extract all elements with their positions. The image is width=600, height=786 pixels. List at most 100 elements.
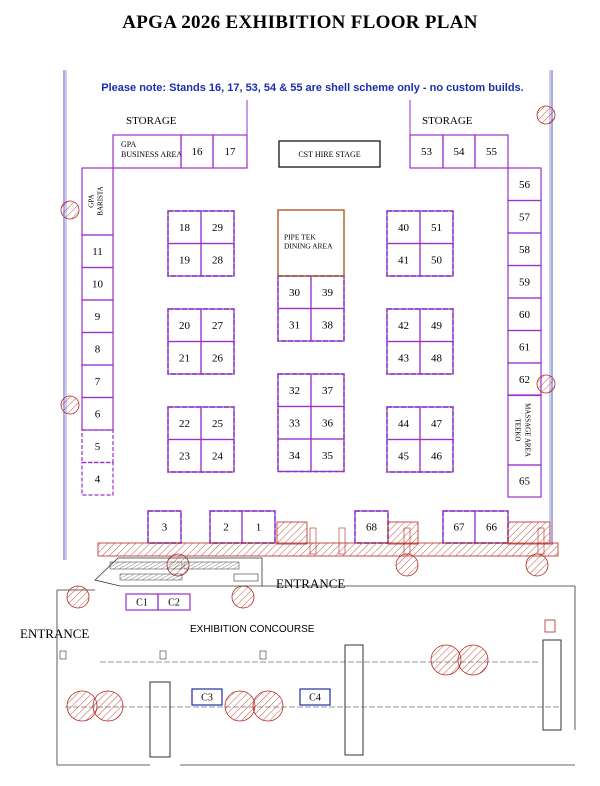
stand-61: 61 bbox=[507, 329, 542, 364]
stand-6: 6 bbox=[81, 396, 114, 431]
concourse-door-6 bbox=[457, 644, 489, 676]
stand-49: 49 bbox=[419, 308, 454, 343]
stand-62: 62 bbox=[507, 362, 542, 397]
stand-26-outline bbox=[200, 340, 235, 375]
stand-34-number: 34 bbox=[289, 450, 301, 462]
entrance-door-block-2 bbox=[387, 521, 419, 545]
stand-17-outline bbox=[212, 134, 248, 169]
stand-48-outline bbox=[419, 340, 454, 375]
stand-11-number: 11 bbox=[92, 246, 103, 258]
concourse-door-swing-2-swing bbox=[66, 585, 90, 609]
stand-8-number: 8 bbox=[95, 343, 101, 355]
side-entrance-label: ENTRANCE bbox=[20, 626, 90, 641]
stand-32: 32 bbox=[277, 373, 312, 408]
concourse-pillar-3 bbox=[542, 639, 562, 731]
stand-53-number: 53 bbox=[421, 146, 433, 158]
hall-structure bbox=[56, 70, 576, 766]
stand-C1-number: C1 bbox=[136, 597, 148, 608]
concourse-door-3 bbox=[224, 690, 256, 722]
stand-38-outline bbox=[310, 307, 345, 342]
right-wall-column-1-swing bbox=[536, 105, 556, 125]
door-marker-1 bbox=[59, 650, 67, 660]
stand-11: 11 bbox=[81, 234, 114, 269]
stand-5-number: 5 bbox=[95, 441, 101, 453]
stand-54: 54 bbox=[442, 134, 476, 169]
stand-27-number: 27 bbox=[212, 320, 224, 332]
stand-31-number: 31 bbox=[289, 319, 300, 331]
stand-2: 2 bbox=[209, 510, 243, 544]
gpa-business-label-2: BUSINESS AREA bbox=[121, 150, 182, 159]
entrance-door-block-1 bbox=[276, 521, 308, 545]
stand-46: 46 bbox=[419, 438, 454, 473]
stand-8: 8 bbox=[81, 331, 114, 366]
stand-4-outline bbox=[81, 461, 114, 496]
stand-42-number: 42 bbox=[398, 320, 409, 332]
concourse-door-2-swing bbox=[92, 690, 124, 722]
stand-59-number: 59 bbox=[519, 276, 531, 288]
stand-24-outline bbox=[200, 438, 235, 473]
concourse-door-1-swing bbox=[66, 690, 98, 722]
counter-sink bbox=[233, 573, 259, 582]
stand-45: 45 bbox=[386, 438, 421, 473]
stand-60: 60 bbox=[507, 297, 542, 332]
stand-28-outline bbox=[200, 242, 235, 277]
stand-19-number: 19 bbox=[179, 254, 191, 266]
stand-C2-number: C2 bbox=[168, 597, 180, 608]
concourse-door-swing-1-swing bbox=[231, 585, 255, 609]
stand-1-number: 1 bbox=[256, 522, 262, 534]
stand-43-number: 43 bbox=[398, 352, 410, 364]
stand-28-number: 28 bbox=[212, 254, 224, 266]
stand-23-number: 23 bbox=[179, 450, 191, 462]
stand-7: 7 bbox=[81, 364, 114, 399]
stand-36: 36 bbox=[310, 405, 345, 440]
shell-scheme-note: Please note: Stands 16, 17, 53, 54 & 55 … bbox=[101, 82, 524, 94]
stand-56-number: 56 bbox=[519, 179, 531, 191]
counter-grille-3 bbox=[119, 573, 183, 581]
stand-2-number: 2 bbox=[223, 522, 229, 534]
stand-39: 39 bbox=[310, 275, 345, 310]
concourse-pillar-2 bbox=[344, 644, 364, 756]
stand-58-number: 58 bbox=[519, 244, 531, 256]
stand-10-number: 10 bbox=[92, 278, 104, 290]
stand-19: 19 bbox=[167, 242, 202, 277]
stand-20-number: 20 bbox=[179, 320, 191, 332]
stand-26-number: 26 bbox=[212, 352, 224, 364]
stand-18: 18 bbox=[167, 210, 202, 245]
stand-55-outline bbox=[474, 134, 509, 169]
stand-36-number: 36 bbox=[322, 417, 334, 429]
stand-40: 40 bbox=[386, 210, 421, 245]
stand-24-number: 24 bbox=[212, 450, 224, 462]
stand-26: 26 bbox=[200, 340, 235, 375]
stand-37-number: 37 bbox=[322, 385, 334, 397]
stand-3-number: 3 bbox=[162, 522, 168, 534]
stand-C2-outline bbox=[157, 593, 191, 611]
concourse-door-5 bbox=[430, 644, 462, 676]
entrance-hatch-strip bbox=[97, 542, 559, 557]
stand-66-number: 66 bbox=[486, 522, 498, 534]
cst-hire-stage: CST HIRE STAGE bbox=[278, 140, 381, 168]
stand-35-outline bbox=[310, 438, 345, 473]
stand-4-number: 4 bbox=[95, 473, 101, 485]
entry-exit-sign-1 bbox=[309, 527, 317, 555]
right-wall-column-2 bbox=[536, 374, 556, 394]
teeko-label-2: MASSAGE AREA bbox=[523, 403, 531, 457]
door-marker-3 bbox=[259, 650, 267, 660]
stand-5: 5 bbox=[81, 429, 114, 464]
cst-hire-stage-label: CST HIRE STAGE bbox=[298, 150, 360, 159]
stand-39-number: 39 bbox=[322, 287, 334, 299]
stand-68-number: 68 bbox=[366, 522, 378, 534]
stand-C3-number: C3 bbox=[201, 692, 213, 703]
stand-25-number: 25 bbox=[212, 418, 224, 430]
entrance-door-swing-3-swing bbox=[525, 553, 549, 577]
counter-grille-2 bbox=[183, 561, 240, 570]
stand-21-number: 21 bbox=[179, 352, 190, 364]
stand-43: 43 bbox=[386, 340, 421, 375]
stand-30-number: 30 bbox=[289, 287, 301, 299]
stand-50-number: 50 bbox=[431, 254, 443, 266]
entry-exit-sign-2 bbox=[338, 527, 346, 555]
concourse-door-5-swing bbox=[430, 644, 462, 676]
